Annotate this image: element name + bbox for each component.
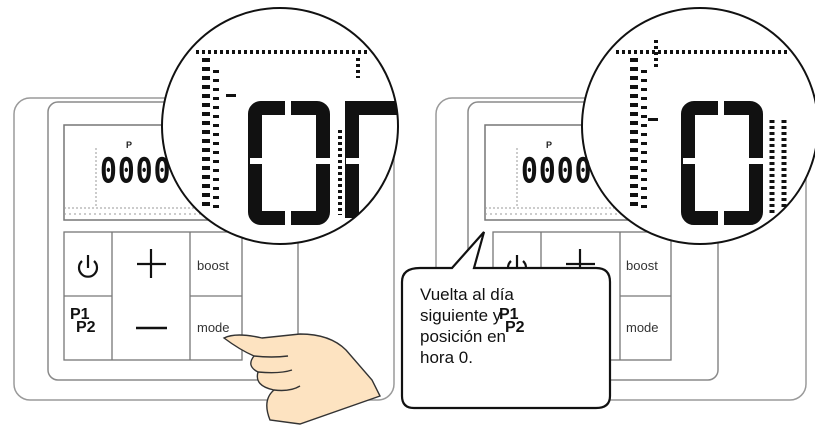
p2-label: P2 xyxy=(76,319,96,336)
p2-label: P2 xyxy=(505,319,525,336)
callout-text: Vuelta al día siguiente y posición en ho… xyxy=(420,284,570,368)
callout-line: siguiente y xyxy=(420,306,502,325)
callout-bubble xyxy=(400,231,612,410)
button-grid xyxy=(63,231,243,361)
right-magnifier xyxy=(581,7,815,245)
p1-label: P1 xyxy=(499,306,519,323)
lcd-time-digits: 0000 xyxy=(521,150,593,192)
callout-line: hora 0. xyxy=(420,348,473,367)
p1-p2-button[interactable]: P1 P2 xyxy=(499,306,525,336)
lcd-time-digits: 0000 xyxy=(100,150,172,192)
p1-p2-button[interactable]: P1 P2 xyxy=(70,306,96,336)
plus-button-glyph[interactable] xyxy=(137,249,166,278)
power-icon[interactable] xyxy=(77,255,99,278)
pointing-hand-icon xyxy=(222,333,381,425)
boost-button[interactable]: boost xyxy=(197,258,229,273)
lcd-program-indicator: P xyxy=(546,140,553,150)
mode-button[interactable]: mode xyxy=(197,320,230,335)
boost-button[interactable]: boost xyxy=(626,258,658,273)
p1-label: P1 xyxy=(70,306,90,323)
lcd-program-indicator: P xyxy=(126,140,133,150)
left-magnifier xyxy=(161,7,399,245)
mode-button[interactable]: mode xyxy=(626,320,659,335)
callout-line: Vuelta al día xyxy=(420,285,514,304)
callout-line: posición en xyxy=(420,327,507,346)
